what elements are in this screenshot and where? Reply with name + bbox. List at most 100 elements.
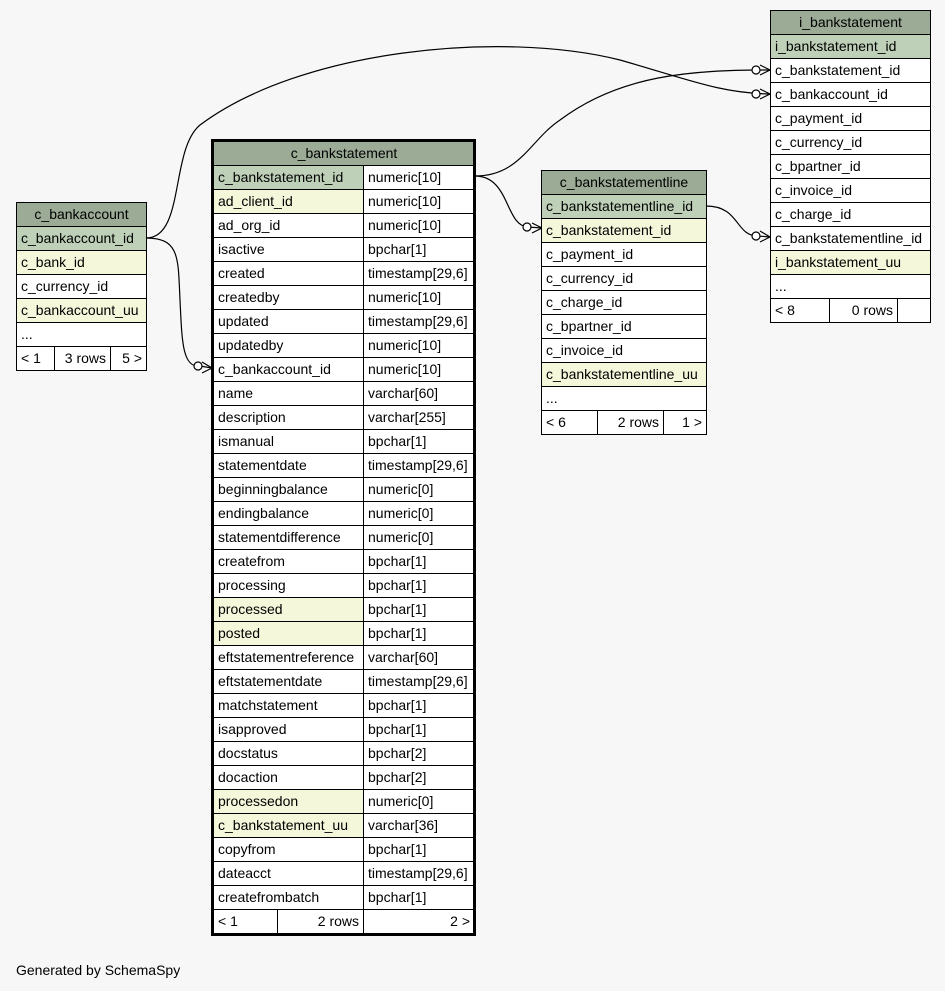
table-row[interactable]: i_bankstatement_id bbox=[769, 34, 932, 59]
table-title[interactable]: c_bankstatementline bbox=[540, 170, 708, 195]
table-row[interactable]: ... bbox=[769, 274, 932, 299]
column-name[interactable]: c_currency_id bbox=[769, 130, 932, 155]
table-row[interactable]: c_bankstatementline_uu bbox=[540, 362, 708, 387]
column-name[interactable]: ismanual bbox=[213, 429, 364, 454]
column-name[interactable]: c_bankstatement_id bbox=[213, 165, 364, 190]
table-row[interactable]: c_payment_id bbox=[540, 242, 708, 267]
column-name[interactable]: processed bbox=[213, 597, 364, 622]
table-row[interactable]: c_bpartner_id bbox=[540, 314, 708, 339]
column-name[interactable]: c_invoice_id bbox=[540, 338, 708, 363]
column-name[interactable]: c_bpartner_id bbox=[540, 314, 708, 339]
table-row[interactable]: c_invoice_id bbox=[769, 178, 932, 203]
column-name[interactable]: c_bpartner_id bbox=[769, 154, 932, 179]
column-name[interactable]: c_bank_id bbox=[15, 250, 148, 275]
table-title[interactable]: i_bankstatement bbox=[769, 10, 932, 35]
column-name[interactable]: c_bankstatement_uu bbox=[213, 813, 364, 838]
column-name[interactable]: createfrom bbox=[213, 549, 364, 574]
column-name[interactable]: ... bbox=[769, 274, 932, 299]
column-name[interactable]: c_bankstatementline_id bbox=[540, 194, 708, 219]
table-title[interactable]: c_bankaccount bbox=[15, 202, 148, 227]
table-row[interactable]: i_bankstatement_uu bbox=[769, 250, 932, 275]
table-row[interactable]: c_currency_id bbox=[15, 274, 148, 299]
column-name[interactable]: ad_org_id bbox=[213, 213, 364, 238]
column-name[interactable]: eftstatementdate bbox=[213, 669, 364, 694]
column-name[interactable]: created bbox=[213, 261, 364, 286]
column-name[interactable]: i_bankstatement_uu bbox=[769, 250, 932, 275]
column-name[interactable]: i_bankstatement_id bbox=[769, 34, 932, 59]
column-name[interactable]: updated bbox=[213, 309, 364, 334]
column-name[interactable]: createfrombatch bbox=[213, 885, 364, 910]
column-name[interactable]: c_bankstatementline_id bbox=[769, 226, 932, 251]
column-name[interactable]: matchstatement bbox=[213, 693, 364, 718]
table-row[interactable]: ... bbox=[540, 386, 708, 411]
column-name[interactable]: ... bbox=[540, 386, 708, 411]
column-name[interactable]: isapproved bbox=[213, 717, 364, 742]
table-row[interactable]: c_bankstatement_id bbox=[769, 58, 932, 83]
table-row[interactable]: c_bpartner_id bbox=[769, 154, 932, 179]
column-name[interactable]: docaction bbox=[213, 765, 364, 790]
table-row[interactable]: c_bankaccount_id bbox=[15, 226, 148, 251]
column-name[interactable]: c_currency_id bbox=[540, 266, 708, 291]
table-row[interactable]: c_bankstatementline_id bbox=[540, 194, 708, 219]
column-name[interactable]: c_bankaccount_id bbox=[769, 82, 932, 107]
column-name[interactable]: c_charge_id bbox=[769, 202, 932, 227]
table-title[interactable]: c_bankstatement bbox=[212, 141, 476, 166]
column-name[interactable]: processedon bbox=[213, 789, 364, 814]
column-name[interactable]: docstatus bbox=[213, 741, 364, 766]
table-row[interactable]: c_invoice_id bbox=[540, 338, 708, 363]
column-name[interactable]: c_currency_id bbox=[15, 274, 148, 299]
column-name[interactable]: c_charge_id bbox=[540, 290, 708, 315]
column-name[interactable]: c_bankstatement_id bbox=[540, 218, 708, 243]
column-name[interactable]: statementdate bbox=[213, 453, 364, 478]
column-name[interactable]: ... bbox=[15, 322, 148, 347]
table-row[interactable]: c_currency_id bbox=[769, 130, 932, 155]
column-name[interactable]: updatedby bbox=[213, 333, 364, 358]
table-row[interactable]: c_bank_id bbox=[15, 250, 148, 275]
table-row[interactable]: ... bbox=[15, 322, 148, 347]
column-name[interactable]: isactive bbox=[213, 237, 364, 262]
table-row[interactable]: c_charge_id bbox=[769, 202, 932, 227]
column-name[interactable]: c_bankaccount_id bbox=[213, 357, 364, 382]
column-name[interactable]: c_payment_id bbox=[769, 106, 932, 131]
column-name[interactable]: beginningbalance bbox=[213, 477, 364, 502]
column-name[interactable]: endingbalance bbox=[213, 501, 364, 526]
table-row[interactable]: c_bankaccount_id bbox=[769, 82, 932, 107]
column-name[interactable]: c_bankaccount_id bbox=[15, 226, 148, 251]
column-name[interactable]: dateacct bbox=[213, 861, 364, 886]
table-row[interactable]: c_charge_id bbox=[540, 290, 708, 315]
column-name[interactable]: c_bankstatement_id bbox=[769, 58, 932, 83]
table-c-bankstatementline[interactable]: c_bankstatementline c_bankstatementline_… bbox=[540, 170, 708, 435]
table-row[interactable]: c_currency_id bbox=[540, 266, 708, 291]
column-name[interactable]: copyfrom bbox=[213, 837, 364, 862]
